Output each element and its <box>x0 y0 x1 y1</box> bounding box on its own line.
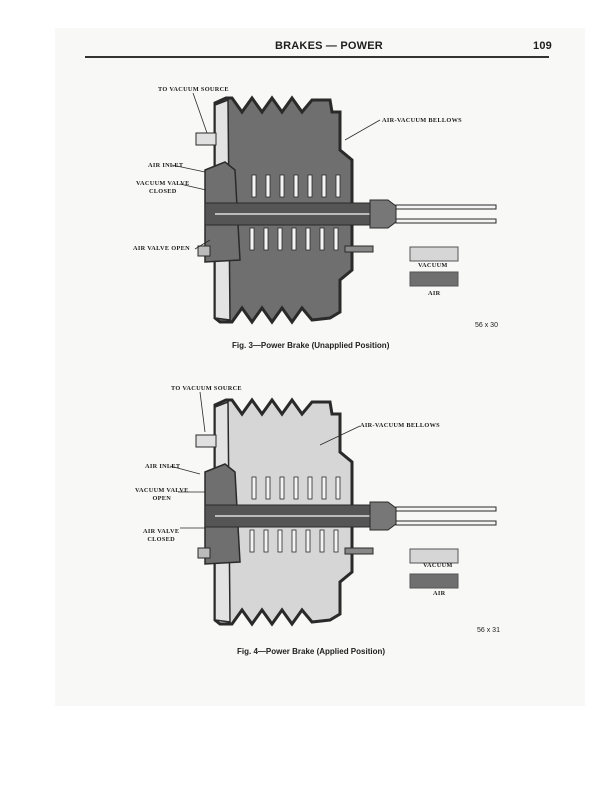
leader-line <box>194 239 211 250</box>
label-vacuum-valve-text: VACUUM VALVE <box>135 487 189 494</box>
spring-coil <box>321 174 327 198</box>
rod-coupling <box>369 199 397 229</box>
legend-vacuum-swatch <box>409 246 459 262</box>
legend-air-label: AIR <box>428 290 441 297</box>
spring-coil <box>333 529 339 553</box>
legend-vacuum-swatch <box>409 548 459 564</box>
leader-line <box>169 465 201 475</box>
spring-coil <box>291 529 297 553</box>
output-rod-upper <box>395 204 497 210</box>
spring-coil <box>291 227 297 251</box>
figure-code: 56 x 30 <box>475 322 498 329</box>
spring-coil <box>277 529 283 553</box>
spring-coil <box>293 476 299 500</box>
mounting-nut <box>197 245 211 257</box>
spring-coil <box>249 529 255 553</box>
leader-line <box>344 119 381 141</box>
power-brake-figure <box>169 391 497 627</box>
spring-coil <box>265 174 271 198</box>
leader-line <box>179 183 207 191</box>
mounting-stud <box>344 245 374 253</box>
label-vacuum-source: TO VACUUM SOURCE <box>171 385 242 392</box>
spring-coil <box>265 476 271 500</box>
power-brake-figure <box>171 92 497 325</box>
output-rod-upper <box>395 506 497 512</box>
running-header: BRAKES — POWER <box>275 40 383 52</box>
spring-coil <box>307 174 313 198</box>
spring-coil <box>249 227 255 251</box>
mounting-nut <box>197 547 211 559</box>
page-number: 109 <box>533 40 552 52</box>
figure-caption: Fig. 3—Power Brake (Unapplied Position) <box>232 341 390 350</box>
figure-code: 56 x 31 <box>477 627 500 634</box>
spring-coil <box>263 227 269 251</box>
output-rod-lower <box>395 520 497 526</box>
label-vacuum-valve-state: OPEN <box>152 495 172 502</box>
label-vacuum-valve-state: CLOSED <box>148 188 177 195</box>
leader-line <box>319 425 361 446</box>
leader-line <box>192 92 208 134</box>
spring-coil <box>319 529 325 553</box>
legend-air-label: AIR <box>433 590 446 597</box>
spring-coil <box>305 529 311 553</box>
spring-coil <box>263 529 269 553</box>
spring-coil <box>277 227 283 251</box>
spring-coil <box>335 174 341 198</box>
spring-coil <box>305 227 311 251</box>
spring-coil <box>307 476 313 500</box>
vacuum-source-pipe <box>195 434 217 448</box>
output-rod-lower <box>395 218 497 224</box>
label-air-inlet: AIR INLET <box>145 463 181 470</box>
label-bellows: AIR-VACUUM BELLOWS <box>382 117 462 124</box>
spring-coil <box>293 174 299 198</box>
label-air-valve: AIR VALVE OPEN <box>133 245 190 252</box>
label-vacuum-source: TO VACUUM SOURCE <box>158 86 229 93</box>
spring-coil <box>321 476 327 500</box>
vacuum-source-pipe <box>195 132 217 146</box>
leader-line <box>171 164 206 173</box>
label-air-valve-text: AIR VALVE <box>143 528 180 535</box>
spring-coil <box>279 174 285 198</box>
label-air-inlet: AIR INLET <box>148 162 184 169</box>
legend-vacuum-label: VACUUM <box>423 562 453 569</box>
mounting-stud <box>344 547 374 555</box>
spring-coil <box>333 227 339 251</box>
label-vacuum-valve-text: VACUUM VALVE <box>136 180 190 187</box>
spring-coil <box>279 476 285 500</box>
spring-coil <box>251 174 257 198</box>
legend-vacuum-label: VACUUM <box>418 262 448 269</box>
figure-caption: Fig. 4—Power Brake (Applied Position) <box>237 647 386 656</box>
spring-coil <box>335 476 341 500</box>
spring-coil <box>319 227 325 251</box>
label-air-valve-state: CLOSED <box>147 536 176 543</box>
rod-coupling <box>369 501 397 531</box>
leader-line <box>199 391 206 433</box>
header-rule <box>85 56 549 58</box>
legend-air-swatch <box>409 573 459 589</box>
spring-coil <box>251 476 257 500</box>
label-bellows: AIR-VACUUM BELLOWS <box>360 422 440 429</box>
legend-air-swatch <box>409 271 459 287</box>
